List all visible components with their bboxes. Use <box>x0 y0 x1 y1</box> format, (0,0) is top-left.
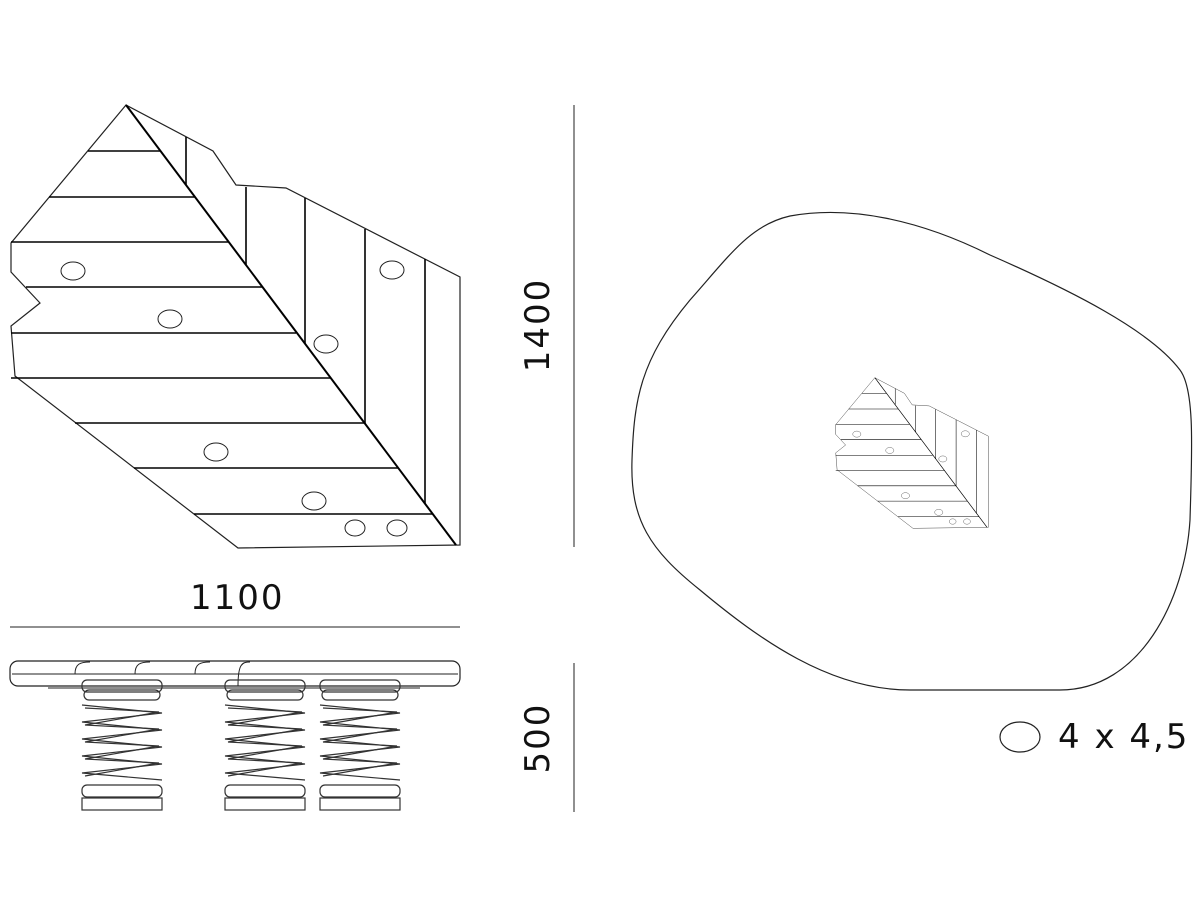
height-label: 500 <box>518 702 558 774</box>
plan-view <box>10 104 461 549</box>
width-label: 1100 <box>190 578 285 618</box>
side-view <box>9 660 461 811</box>
safety-area-outline <box>631 211 1193 691</box>
area-label: 4 x 4,5 <box>1058 717 1190 757</box>
small-plan-view <box>835 377 989 529</box>
ellipse-area-icon <box>999 721 1041 753</box>
depth-label: 1400 <box>518 277 558 373</box>
